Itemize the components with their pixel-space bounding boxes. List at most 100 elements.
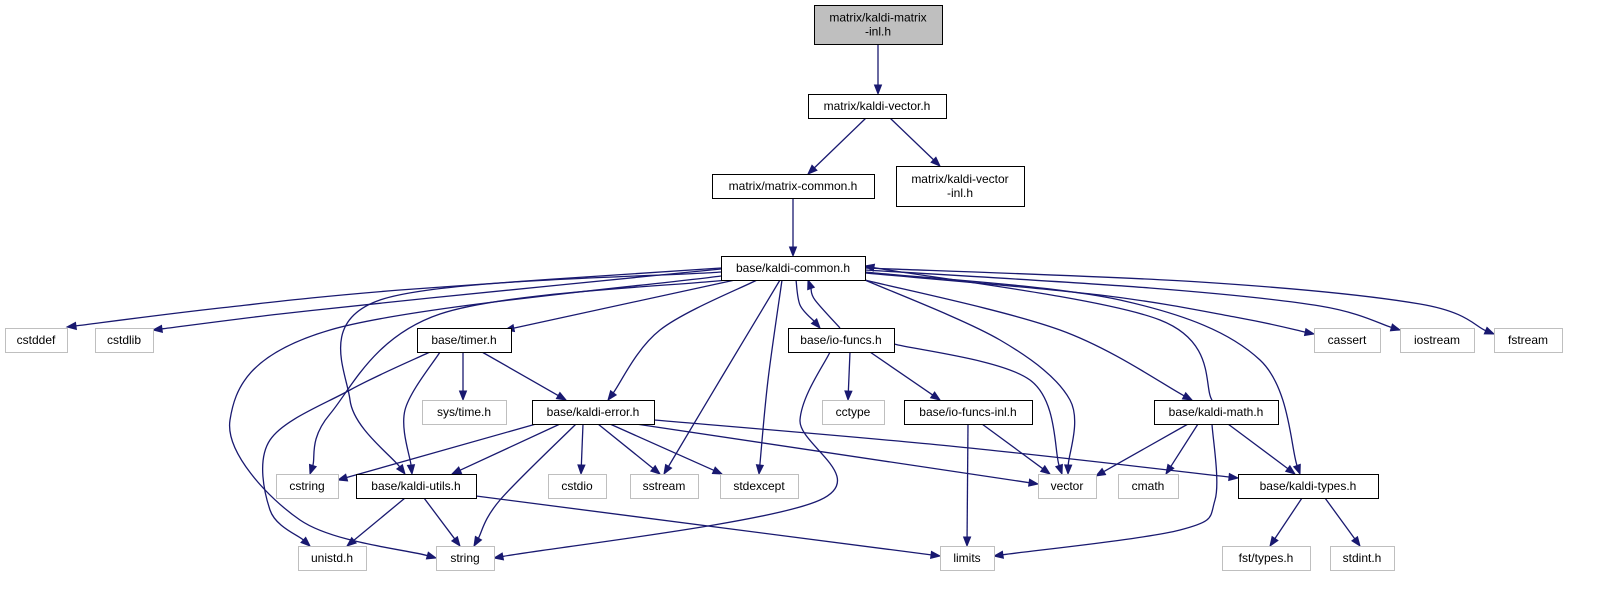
node-matrix-common[interactable]: matrix/matrix-common.h (712, 174, 875, 199)
edge-line (612, 279, 758, 394)
node-stdexcept: stdexcept (720, 474, 799, 499)
edge-arrowhead (1389, 323, 1402, 332)
edge-arrowhead (492, 552, 505, 561)
edge-kaldi-error-to-string (473, 423, 577, 548)
edge-kaldi-common-to-cstddef (65, 267, 722, 331)
edge-line (889, 117, 934, 161)
node-box (814, 5, 943, 45)
edge-arrowhead (1292, 463, 1301, 476)
node-kaldi-utils[interactable]: base/kaldi-utils.h (356, 474, 477, 499)
node-label: base/kaldi-types.h (1260, 479, 1357, 493)
edge-kaldi-common-to-kaldi-utils (340, 271, 722, 476)
edge-line (864, 279, 1185, 397)
node-box (356, 474, 477, 499)
edge-arrowhead (873, 84, 883, 96)
edge-kaldi-common-to-kaldi-error (607, 279, 758, 402)
edge-arrowhead (992, 550, 1005, 559)
node-label: base/timer.h (431, 333, 496, 347)
node-io-funcs-inl[interactable]: base/io-funcs-inl.h (904, 400, 1033, 425)
edge-line (1227, 423, 1289, 470)
edge-arrowhead (807, 278, 816, 291)
node-box (712, 174, 875, 199)
node-box (1494, 328, 1563, 353)
edge-arrowhead (1303, 327, 1316, 337)
node-box (720, 474, 799, 499)
edge-arrowhead (607, 389, 618, 402)
node-box (276, 474, 339, 499)
edge-arrowhead (1165, 463, 1175, 476)
edge-kaldi-math-to-vector (1094, 423, 1189, 477)
edge-line (864, 272, 1306, 333)
edge-line (580, 423, 584, 466)
edge-timer-to-kaldi-error (481, 351, 568, 401)
node-label: matrix/kaldi-vector (911, 172, 1008, 186)
edge-line (1274, 497, 1303, 539)
edge-arrowhead (930, 550, 942, 559)
edge-io-funcs-to-string (492, 351, 839, 561)
node-kaldi-types[interactable]: base/kaldi-types.h (1238, 474, 1379, 499)
node-kaldi-error[interactable]: base/kaldi-error.h (532, 400, 655, 425)
node-label: vector (1051, 479, 1084, 493)
edge-kaldi-utils-to-unistd (345, 497, 406, 547)
node-kaldi-vector-inl[interactable]: matrix/kaldi-vector-inl.h (896, 166, 1025, 207)
edge-line (340, 271, 722, 468)
node-box (1314, 328, 1381, 353)
node-box (95, 328, 154, 353)
node-cassert: cassert (1314, 328, 1381, 353)
node-box (422, 400, 507, 425)
node-kaldi-math[interactable]: base/kaldi-math.h (1154, 400, 1279, 425)
edge-line (481, 351, 559, 397)
node-label: sstream (643, 479, 686, 493)
node-io-funcs[interactable]: base/io-funcs.h (788, 328, 895, 353)
node-sstream: sstream (630, 474, 699, 499)
node-box (1400, 328, 1475, 353)
edge-kaldi-matrix-inl-to-kaldi-vector (873, 44, 883, 96)
node-box (896, 166, 1025, 207)
edge-arrowhead (649, 464, 662, 475)
edge-arrowhead (1094, 467, 1107, 477)
edge-arrowhead (929, 391, 942, 401)
node-label: base/kaldi-common.h (736, 261, 850, 275)
node-label: cmath (1132, 479, 1165, 493)
edge-kaldi-math-to-cmath (1165, 423, 1199, 476)
node-label: unistd.h (311, 551, 353, 565)
edge-line (814, 117, 867, 169)
node-label: cstdlib (107, 333, 141, 347)
edge-arrowhead (1483, 326, 1496, 335)
node-box (1222, 546, 1311, 571)
node-kaldi-common[interactable]: base/kaldi-common.h (721, 256, 866, 281)
edge-line (609, 423, 715, 471)
node-label: base/kaldi-error.h (547, 405, 640, 419)
node-label: fstream (1508, 333, 1548, 347)
node-box (1038, 474, 1097, 499)
node-cstdio: cstdio (548, 474, 607, 499)
edge-arrowhead (1284, 464, 1297, 475)
edge-kaldi-error-to-kaldi-utils (450, 423, 561, 475)
edge-line (966, 423, 969, 538)
edge-line (795, 279, 815, 322)
edge-arrowhead (450, 466, 463, 475)
node-label: matrix/kaldi-matrix (829, 11, 926, 25)
edge-arrowhead (336, 473, 349, 482)
node-fst-types: fst/types.h (1222, 546, 1311, 571)
edge-kaldi-error-to-kaldi-types (653, 419, 1240, 482)
node-label: matrix/matrix-common.h (729, 179, 858, 193)
node-label: limits (953, 551, 980, 565)
node-stdint: stdint.h (1330, 546, 1395, 571)
node-limits: limits (940, 546, 995, 571)
edge-kaldi-types-to-fst-types (1269, 497, 1303, 548)
edge-line (864, 279, 1076, 466)
edge-line (1002, 423, 1218, 556)
node-label: base/io-funcs.h (800, 333, 881, 347)
edge-kaldi-common-to-kaldi-math (864, 279, 1194, 401)
node-cstdlib: cstdlib (95, 328, 154, 353)
edge-line (459, 423, 561, 471)
node-box (532, 400, 655, 425)
edge-arrowhead (1028, 478, 1040, 487)
node-systime: sys/time.h (422, 400, 507, 425)
node-kaldi-vector[interactable]: matrix/kaldi-vector.h (808, 94, 947, 119)
node-box (1330, 546, 1395, 571)
node-timer[interactable]: base/timer.h (417, 328, 512, 353)
edge-line (653, 419, 1230, 478)
